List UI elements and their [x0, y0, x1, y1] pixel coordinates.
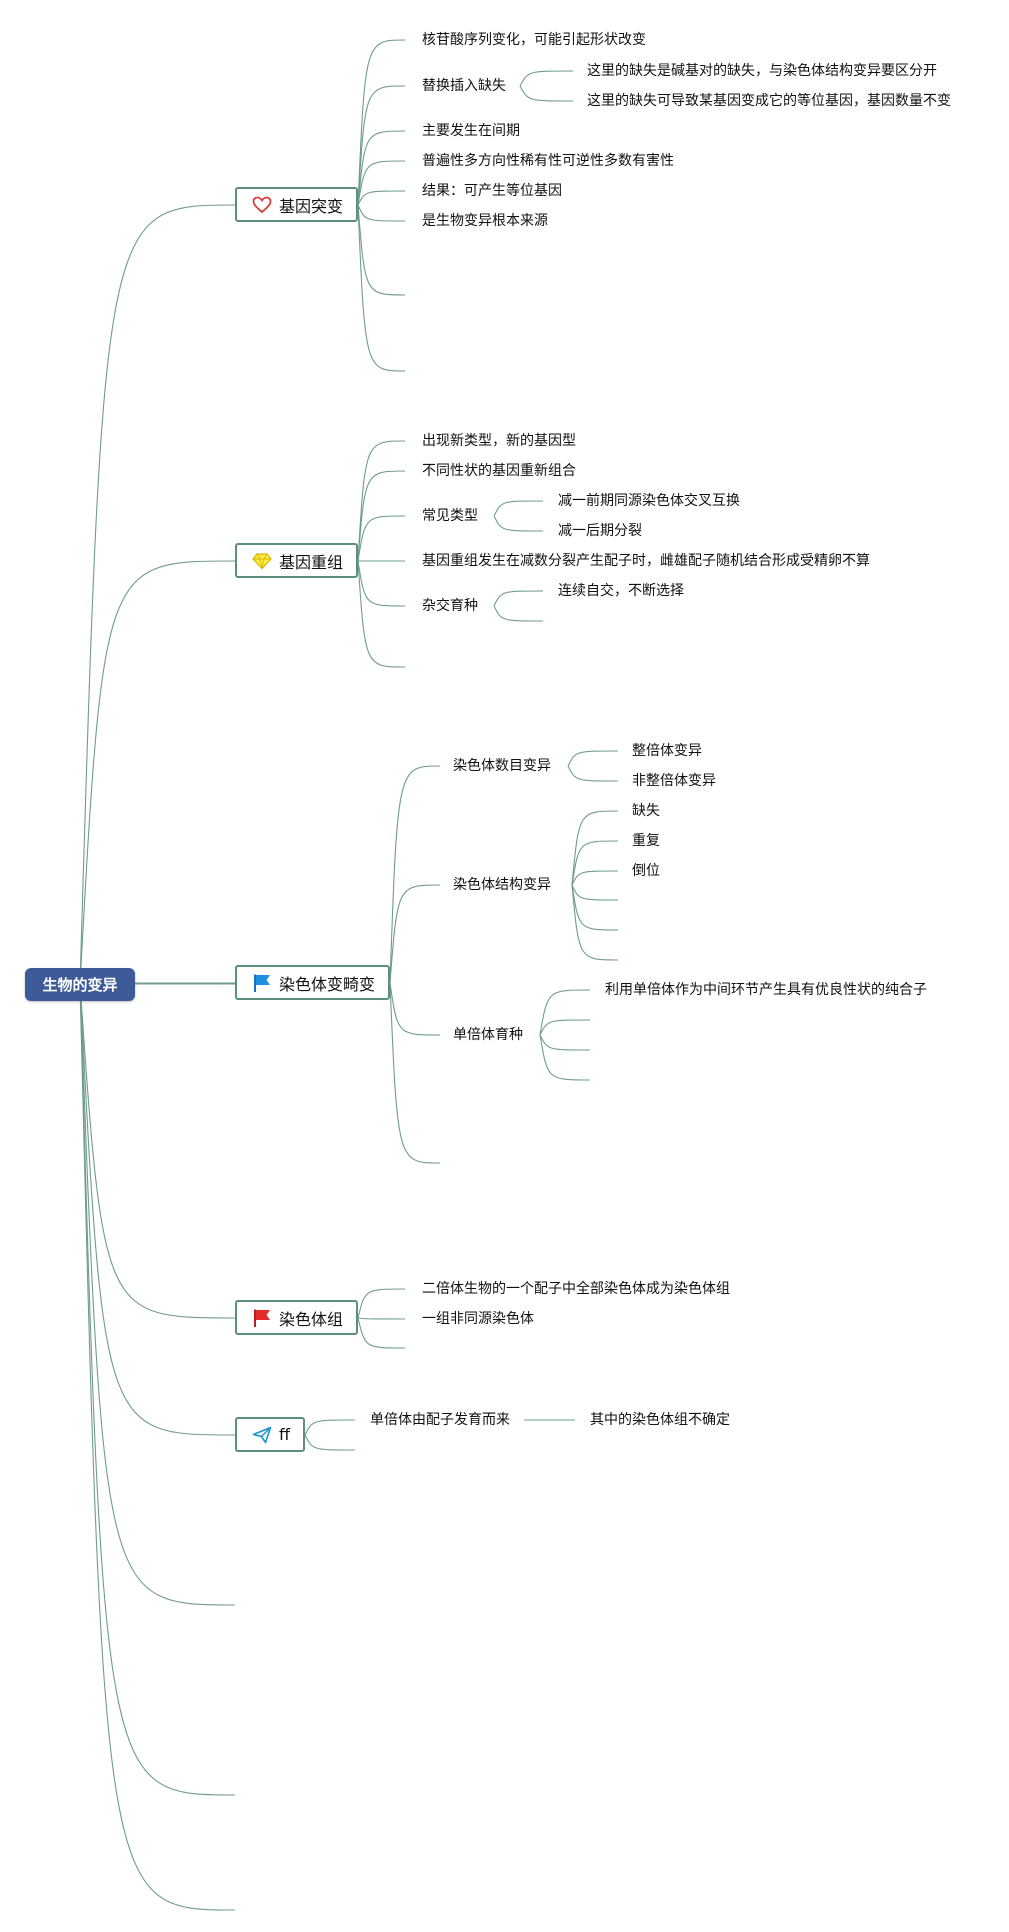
node-new-genotype[interactable]: 出现新类型，新的基因型: [422, 433, 576, 449]
node-chromosome-structure-variation[interactable]: 染色体结构变异: [453, 877, 551, 893]
paper-plane-icon: [251, 1424, 273, 1446]
node-hybrid-breeding[interactable]: 杂交育种: [422, 598, 478, 614]
node-diploid-gamete[interactable]: 二倍体生物的一个配子中全部染色体成为染色体组: [422, 1281, 730, 1297]
branch-line: [539, 1019, 591, 1036]
branch-line: [389, 982, 441, 1164]
branch-line: [357, 1317, 406, 1349]
topic-gene-recombination[interactable]: 基因重组: [235, 543, 358, 578]
branch-line: [567, 765, 619, 782]
branch-line: [571, 884, 619, 901]
node-result-allele[interactable]: 结果：可产生等位基因: [422, 183, 562, 199]
branch-line: [357, 85, 406, 206]
branch-line: [519, 85, 574, 102]
topic-label: ff: [279, 1425, 291, 1444]
branch-line: [304, 1434, 356, 1451]
node-recombine-traits[interactable]: 不同性状的基因重新组合: [422, 463, 576, 479]
node-non-homologous[interactable]: 一组非同源染色体: [422, 1311, 534, 1327]
branch-line: [389, 884, 441, 984]
root-branch-line: [79, 560, 236, 985]
root-branch-line: [79, 983, 236, 1436]
branch-line: [357, 204, 406, 372]
node-allele-deletion[interactable]: 这里的缺失可导致某基因变成它的等位基因，基因数量不变: [587, 93, 951, 109]
red-flag-icon: [251, 1307, 273, 1329]
node-fundamental-source[interactable]: 是生物变异根本来源: [422, 213, 548, 229]
topic-label: 染色体变畸变: [279, 974, 376, 994]
heart-icon: [251, 194, 273, 216]
branch-line: [357, 160, 406, 206]
branch-line: [357, 470, 406, 562]
branch-line: [304, 1419, 356, 1436]
topic-chromosome-aberration[interactable]: 染色体变畸变: [235, 965, 390, 1000]
node-characteristics[interactable]: 普遍性多方向性稀有性可逆性多数有害性: [422, 153, 674, 169]
branch-line: [571, 810, 619, 886]
topic-ff[interactable]: ff: [235, 1417, 305, 1452]
branch-line: [357, 39, 406, 206]
root-branch-line: [79, 983, 236, 1911]
branch-line: [493, 500, 544, 517]
topic-chromosome-set[interactable]: 染色体组: [235, 1300, 358, 1335]
node-haploid-intermediate[interactable]: 利用单倍体作为中间环节产生具有优良性状的纯合子: [605, 982, 927, 998]
node-crossing-over[interactable]: 减一前期同源染色体交叉互换: [558, 493, 740, 509]
branch-line: [357, 190, 406, 206]
root-branch-line: [79, 983, 236, 1796]
root-topic[interactable]: 生物的变异: [25, 968, 135, 1001]
branch-line: [571, 870, 619, 886]
node-chromosome-number-variation[interactable]: 染色体数目变异: [453, 758, 551, 774]
branch-line: [357, 1288, 406, 1319]
topic-label: 基因重组: [279, 552, 344, 572]
branch-line: [567, 750, 619, 767]
node-aneuploid[interactable]: 非整倍体变异: [632, 773, 716, 789]
node-meiosis-note[interactable]: 基因重组发生在减数分裂产生配子时，雌雄配子随机结合形成受精卵不算: [422, 553, 870, 569]
diamond-icon: [251, 550, 273, 572]
branch-line: [357, 130, 406, 206]
branch-line: [519, 70, 574, 87]
node-haploid-from-gamete[interactable]: 单倍体由配子发育而来: [370, 1412, 510, 1428]
node-base-pair-deletion[interactable]: 这里的缺失是碱基对的缺失，与染色体结构变异要区分开: [587, 63, 937, 79]
branch-line: [539, 1034, 591, 1051]
branch-line: [571, 884, 619, 961]
node-sequence-change[interactable]: 核苷酸序列变化，可能引起形状改变: [422, 32, 646, 48]
topic-gene-mutation[interactable]: 基因突变: [235, 187, 358, 222]
branch-line: [493, 590, 544, 607]
node-substitution-insertion-deletion[interactable]: 替换插入缺失: [422, 78, 506, 94]
branch-line: [539, 1034, 591, 1081]
root-topic-label: 生物的变异: [42, 976, 118, 994]
node-anaphase-one[interactable]: 减一后期分裂: [558, 523, 642, 539]
node-euploid[interactable]: 整倍体变异: [632, 743, 702, 759]
branch-line: [539, 989, 591, 1036]
root-branch-line: [79, 983, 236, 1319]
node-inversion[interactable]: 倒位: [632, 863, 660, 879]
branch-line: [493, 605, 544, 622]
branch-line: [357, 204, 406, 296]
root-branch-line: [79, 983, 236, 1606]
branch-line: [357, 204, 406, 222]
node-duplication[interactable]: 重复: [632, 833, 660, 849]
node-uncertain-sets[interactable]: 其中的染色体组不确定: [590, 1412, 730, 1428]
node-common-types[interactable]: 常见类型: [422, 508, 478, 524]
node-continuous-selfing[interactable]: 连续自交，不断选择: [558, 583, 684, 599]
branch-line: [357, 560, 406, 607]
root-branch-line: [79, 204, 236, 985]
branch-line: [389, 765, 441, 984]
node-interphase[interactable]: 主要发生在间期: [422, 123, 520, 139]
branch-line: [357, 515, 406, 562]
branch-line: [571, 840, 619, 886]
topic-label: 基因突变: [279, 196, 344, 216]
node-deletion[interactable]: 缺失: [632, 803, 660, 819]
topic-label: 染色体组: [279, 1309, 344, 1329]
branch-line: [571, 884, 619, 931]
branch-line: [389, 982, 441, 1036]
node-haploid-breeding[interactable]: 单倍体育种: [453, 1027, 523, 1043]
branch-line: [357, 440, 406, 562]
branch-line: [493, 515, 544, 532]
branch-line: [357, 560, 406, 668]
blue-flag-icon: [251, 972, 273, 994]
branch-line: [357, 1317, 406, 1320]
